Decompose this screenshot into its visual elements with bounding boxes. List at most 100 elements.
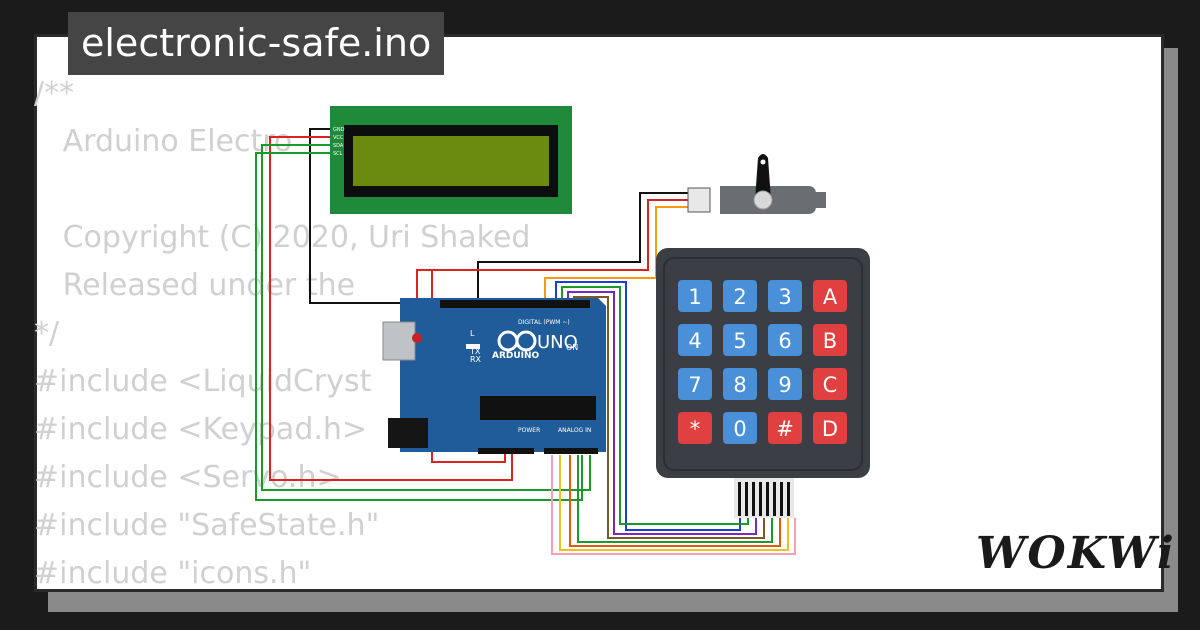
keypad-key-C[interactable]: C — [813, 368, 847, 400]
usb-port — [382, 321, 416, 361]
lcd-pin-scl: SCL — [333, 151, 343, 157]
keypad-ribbon — [734, 478, 794, 518]
key-cap[interactable] — [678, 368, 712, 400]
ribbon-pin — [780, 482, 783, 516]
rx-label: RX — [470, 355, 482, 364]
key-cap[interactable] — [678, 412, 712, 444]
keypad-key-A[interactable]: A — [813, 280, 847, 312]
wokwi-logo: WOKWi — [976, 528, 1176, 579]
keypad-key-4[interactable]: 4 — [678, 324, 712, 356]
keypad-key-6[interactable]: 6 — [768, 324, 802, 356]
arduino-logo — [497, 330, 537, 352]
digital-label: DIGITAL (PWM ~) — [518, 319, 570, 326]
ribbon-pin — [766, 482, 769, 516]
key-label: B — [823, 329, 837, 353]
code-line: /** — [34, 76, 75, 111]
key-cap[interactable] — [678, 324, 712, 356]
keypad-inner — [663, 257, 863, 471]
key-label: 1 — [688, 285, 701, 309]
code-line: #include <Servo.h> — [34, 460, 342, 495]
keypad-key-B[interactable]: B — [813, 324, 847, 356]
reset-button — [412, 333, 422, 343]
key-label: 8 — [733, 373, 746, 397]
on-label: ON — [566, 343, 578, 352]
key-cap[interactable] — [768, 412, 802, 444]
power-jack — [388, 418, 428, 448]
analog-label: ANALOG IN — [558, 427, 591, 434]
code-line: #include <LiquidCryst — [34, 364, 372, 399]
wire-servo-vcc — [432, 199, 690, 271]
digital-header — [440, 300, 590, 308]
key-cap[interactable] — [768, 368, 802, 400]
keypad-key-1[interactable]: 1 — [678, 280, 712, 312]
key-cap[interactable] — [813, 280, 847, 312]
key-cap[interactable] — [723, 324, 757, 356]
ribbon-pin — [787, 482, 790, 516]
file-title: electronic-safe.ino — [68, 12, 445, 75]
key-cap[interactable] — [813, 324, 847, 356]
key-label: A — [823, 285, 838, 309]
atmega-chip — [480, 396, 596, 420]
on-led — [466, 344, 480, 349]
ribbon-pin — [773, 482, 776, 516]
wire-kp-1 — [555, 281, 741, 531]
key-cap[interactable] — [723, 412, 757, 444]
lcd-pin-sda: SDA — [333, 143, 344, 149]
l-label: L — [470, 329, 475, 338]
key-label: 9 — [778, 373, 791, 397]
wire-kp-5 — [577, 455, 773, 543]
key-label: 0 — [733, 417, 746, 441]
key-label: D — [822, 417, 838, 441]
wire-vcc — [269, 136, 513, 481]
key-label: 2 — [733, 285, 746, 309]
servo-connector — [687, 187, 711, 213]
keypad-key-8[interactable]: 8 — [723, 368, 757, 400]
lcd-module: GND VCC SDA SCL — [330, 106, 572, 214]
wire-kp-4 — [573, 296, 765, 539]
keypad-key-#[interactable]: # — [768, 412, 802, 444]
wire-kp-6 — [569, 455, 781, 547]
key-cap[interactable] — [678, 280, 712, 312]
key-cap[interactable] — [813, 368, 847, 400]
analog-header — [544, 448, 598, 454]
arduino-label: ARDUINO — [492, 351, 540, 361]
keypad-key-5[interactable]: 5 — [723, 324, 757, 356]
wire-kp-3 — [567, 291, 757, 535]
key-cap[interactable] — [768, 280, 802, 312]
code-line: Arduino Electro — [34, 124, 293, 159]
uno-label: UNO — [537, 332, 578, 353]
ribbon-pin — [745, 482, 748, 516]
servo-horn-hole — [760, 159, 766, 165]
lcd-pin-vcc: VCC — [333, 135, 344, 141]
arduino-uno: DIGITAL (PWM ~) TX RX L ON UNO ARDUINO P… — [382, 298, 606, 454]
servo-motor — [687, 154, 826, 214]
code-line: #include <Keypad.h> — [34, 412, 368, 447]
code-line: #include "icons.h" — [34, 556, 312, 591]
keypad-key-2[interactable]: 2 — [723, 280, 757, 312]
key-cap[interactable] — [723, 280, 757, 312]
key-cap[interactable] — [768, 324, 802, 356]
keypad-key-D[interactable]: D — [813, 412, 847, 444]
keypad-key-7[interactable]: 7 — [678, 368, 712, 400]
key-cap[interactable] — [723, 368, 757, 400]
servo-tab — [812, 192, 826, 208]
ribbon-pin — [738, 482, 741, 516]
key-label: 3 — [778, 285, 791, 309]
ribbon-pin — [759, 482, 762, 516]
keypad-key-3[interactable]: 3 — [768, 280, 802, 312]
keypad-key-9[interactable]: 9 — [768, 368, 802, 400]
key-label: 7 — [688, 373, 701, 397]
keypad-key-0[interactable]: 0 — [723, 412, 757, 444]
keypad-key-*[interactable]: * — [678, 412, 712, 444]
keypad-ribbon-pins — [738, 482, 790, 516]
power-header — [478, 448, 534, 454]
wire-kp-7 — [559, 455, 789, 551]
wire-sda — [261, 144, 591, 491]
key-label: 5 — [733, 329, 746, 353]
code-background: /** Arduino Electro Copyright (C) 2020, … — [34, 70, 530, 598]
code-line: #include "SafeState.h" — [34, 508, 380, 543]
key-cap[interactable] — [813, 412, 847, 444]
